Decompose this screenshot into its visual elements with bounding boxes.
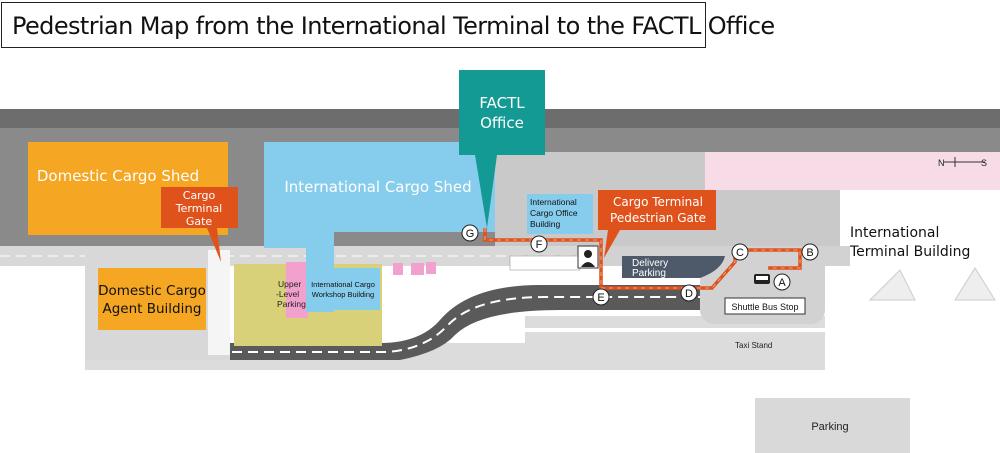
upper-parking-line2: -Level bbox=[276, 289, 299, 299]
map-title-box: Pedestrian Map from the International Te… bbox=[1, 2, 775, 48]
cargo-terminal-gate-callout: Cargo Terminal Gate bbox=[161, 187, 238, 262]
pg-line2: Pedestrian Gate bbox=[610, 211, 706, 225]
svg-text:C: C bbox=[736, 247, 744, 259]
intl-office-line3: Building bbox=[530, 219, 561, 229]
pink-block-1 bbox=[393, 263, 403, 275]
factl-office-callout: FACTL Office bbox=[459, 70, 545, 228]
ctg-line1: Cargo bbox=[183, 189, 216, 202]
svg-text:G: G bbox=[466, 228, 475, 240]
domestic-agent-line1: Domestic Cargo bbox=[98, 283, 206, 299]
international-cargo-shed bbox=[264, 142, 495, 248]
pink-block-3 bbox=[426, 262, 436, 274]
intl-workshop-line1: International Cargo bbox=[311, 280, 375, 289]
factl-line2: Office bbox=[480, 114, 524, 132]
parking-label: Parking bbox=[811, 421, 848, 433]
domestic-agent-line2: Agent Building bbox=[102, 301, 201, 317]
map-title: Pedestrian Map from the International Te… bbox=[12, 12, 775, 40]
domestic-agent-building bbox=[98, 268, 206, 330]
svg-text:F: F bbox=[536, 239, 543, 251]
intl-workshop-building bbox=[306, 268, 380, 310]
intl-terminal-line2: Terminal Building bbox=[849, 244, 970, 260]
taxi-stand-label: Taxi Stand bbox=[735, 341, 772, 350]
parking-lot bbox=[755, 398, 910, 453]
svg-text:A: A bbox=[778, 277, 786, 289]
domestic-cargo-shed-label: Domestic Cargo Shed bbox=[37, 167, 199, 185]
bus-icon bbox=[754, 274, 770, 284]
taxi-lane-2 bbox=[525, 332, 825, 344]
international-cargo-shed-label: International Cargo Shed bbox=[284, 178, 471, 196]
delivery-parking-line1: Delivery bbox=[632, 258, 668, 269]
delivery-parking bbox=[622, 256, 725, 278]
intl-terminal-line1: International bbox=[850, 225, 939, 241]
waypoint-a: A bbox=[773, 273, 791, 291]
pg-line1: Cargo Terminal bbox=[613, 195, 703, 209]
svg-text:B: B bbox=[806, 247, 813, 259]
security-guard-icon bbox=[577, 245, 599, 269]
waypoint-f: F bbox=[530, 235, 548, 253]
waypoint-d: D bbox=[680, 284, 698, 302]
gate-booth bbox=[509, 255, 581, 271]
delivery-parking-line2: Parking bbox=[632, 268, 666, 279]
waypoint-g: G bbox=[461, 224, 479, 242]
svg-text:D: D bbox=[685, 288, 693, 300]
intl-office-line1: International bbox=[530, 197, 577, 207]
terminal-wing-1 bbox=[868, 269, 916, 301]
terminal-wing-2 bbox=[954, 267, 996, 301]
intl-workshop-line2: Workshop Building bbox=[312, 290, 374, 299]
upper-parking-line3: Parking bbox=[277, 299, 306, 309]
pink-block-2 bbox=[411, 263, 424, 275]
drive-strip bbox=[208, 250, 230, 355]
compass: N S bbox=[938, 157, 987, 168]
waypoint-e: E bbox=[592, 288, 610, 306]
pedestrian-gate-callout: Cargo Terminal Pedestrian Gate bbox=[598, 190, 716, 258]
shuttle-bus-stop-label: Shuttle Bus Stop bbox=[731, 302, 798, 312]
curved-road bbox=[230, 285, 820, 360]
waypoint-b: B bbox=[801, 243, 819, 261]
shuttle-stop-box bbox=[724, 297, 806, 315]
factl-line1: FACTL bbox=[479, 94, 525, 112]
upper-parking-strip bbox=[286, 262, 308, 318]
ctg-line2: Terminal bbox=[175, 202, 223, 215]
compass-s: S bbox=[981, 158, 987, 168]
waypoint-c: C bbox=[731, 243, 749, 261]
svg-text:E: E bbox=[597, 292, 604, 304]
upper-parking-line1: Upper bbox=[278, 279, 301, 289]
intl-cargo-office-building bbox=[527, 194, 593, 234]
terminal-zone bbox=[705, 152, 1000, 190]
ctg-line3: Gate bbox=[186, 215, 213, 228]
compass-n: N bbox=[938, 158, 945, 168]
intl-office-line2: Cargo Office bbox=[530, 208, 578, 218]
